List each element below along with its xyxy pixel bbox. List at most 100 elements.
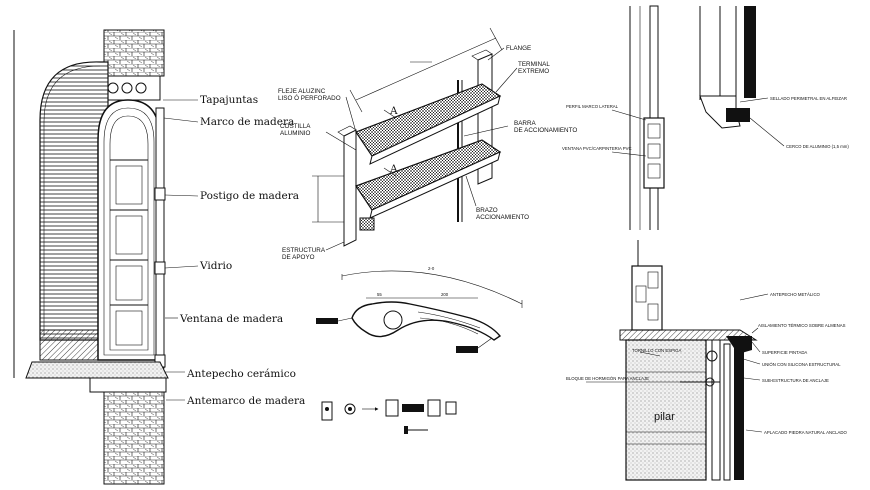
window-frame bbox=[97, 99, 161, 361]
window-leaders bbox=[163, 99, 199, 401]
leader-line bbox=[345, 96, 357, 133]
profile-ribs bbox=[417, 311, 481, 335]
label-sellado-1: SELLADO PERIMETRAL EN ALFEIZAR bbox=[770, 96, 847, 101]
dim-overall: 2-0 bbox=[428, 266, 435, 271]
cladding-layer bbox=[723, 343, 731, 481]
anchor-bolt bbox=[706, 350, 718, 362]
leader-line bbox=[751, 341, 761, 353]
label-union: UNIÓN CON SILICONA ESTRUCTURAL bbox=[762, 362, 841, 367]
hardware-ring bbox=[344, 403, 356, 415]
profile-tag-left bbox=[316, 318, 338, 324]
hardware-hole bbox=[348, 407, 352, 411]
profile-pivot bbox=[383, 310, 403, 330]
leader-line bbox=[743, 377, 761, 381]
leader-line bbox=[749, 117, 785, 147]
dimension-tick bbox=[349, 89, 363, 113]
support-post-top bbox=[471, 49, 493, 61]
dim-left: 55 bbox=[377, 292, 382, 297]
label-bloque: BLOQUE DE HORMIGÓN PARA ANCLAJE bbox=[566, 376, 649, 381]
louver-blade-upper-edge bbox=[369, 95, 501, 165]
hardware-row bbox=[321, 399, 457, 434]
label-sub-estructura: SUB-ESTRUCTURA DE ANCLAJE bbox=[762, 378, 829, 383]
label-terminal-1: TERMINAL bbox=[518, 61, 550, 68]
leader-line bbox=[611, 109, 647, 121]
leader-line bbox=[465, 175, 477, 207]
blade-profile bbox=[351, 301, 502, 341]
pillar-label: pilar bbox=[654, 411, 675, 423]
glass-pane bbox=[115, 165, 143, 205]
sill-base bbox=[89, 377, 167, 393]
sealant-dark bbox=[726, 336, 752, 354]
window-elevation: Tapajuntas Marco de madera Postigo de ma… bbox=[13, 29, 305, 485]
label-fleje-1: FLEJE ALUZINC bbox=[278, 88, 326, 95]
leader-line bbox=[477, 337, 493, 349]
label-sellado-2: SUPERFICIE PINTADA bbox=[762, 350, 807, 355]
leader-line bbox=[164, 194, 199, 197]
profile-chamber bbox=[647, 163, 661, 179]
metal-sill bbox=[619, 329, 758, 341]
label-antemarco: Antemarco de madera bbox=[186, 395, 305, 407]
section-marker-a2: A bbox=[389, 163, 398, 175]
leader-line bbox=[739, 357, 761, 365]
profile-chamber bbox=[647, 143, 661, 159]
label-perfil-lateral: PERFIL MARCO LATERAL bbox=[566, 104, 619, 109]
label-barra-2: DE ACCIONAMIENTO bbox=[514, 127, 577, 134]
cladding-layer bbox=[711, 339, 721, 481]
label-costilla-2: ALUMINIO bbox=[280, 130, 311, 137]
label-costilla-1: COSTILLA bbox=[280, 123, 311, 130]
cladding-dark bbox=[744, 6, 756, 98]
leader-line bbox=[745, 429, 763, 433]
label-estructura-2: DE APOYO bbox=[282, 254, 315, 261]
label-flange: FLANGE bbox=[506, 45, 531, 52]
dimension-arc-tick bbox=[341, 274, 523, 308]
vent-circle bbox=[121, 82, 133, 94]
window-jamb-profile bbox=[643, 117, 665, 189]
brick-pier-bottom bbox=[103, 391, 165, 485]
leader-line bbox=[487, 47, 505, 61]
leader-line bbox=[639, 351, 661, 357]
label-cerco-aluminio: CERCO DE ALUMINIO (1,5 mm) bbox=[786, 144, 849, 149]
louver-blade-lower-edge bbox=[369, 151, 501, 219]
glass-pane bbox=[115, 265, 143, 301]
hinge bbox=[154, 187, 166, 201]
arched-shutter bbox=[39, 61, 109, 341]
stone-cladding bbox=[734, 340, 744, 480]
hardware-block bbox=[385, 399, 399, 417]
label-terminal-2: EXTREMO bbox=[518, 68, 549, 75]
hardware-bar bbox=[402, 404, 424, 412]
leader-line bbox=[739, 293, 769, 301]
support-post-top bbox=[337, 125, 357, 137]
label-barra-1: BARRA bbox=[514, 120, 536, 127]
hinge bbox=[154, 261, 166, 275]
label-vidrio: Vidrio bbox=[199, 260, 232, 272]
hardware-end bbox=[445, 401, 457, 415]
label-anclaje: ANTEPECHO METÁLICO bbox=[770, 292, 821, 297]
section-marker-line bbox=[383, 167, 397, 177]
leader-line bbox=[495, 67, 518, 93]
glass-pane bbox=[115, 310, 143, 346]
shutter-inner-edge bbox=[43, 65, 101, 336]
section-marker-a1: A bbox=[389, 105, 398, 117]
leader-line bbox=[163, 117, 199, 123]
section-marker-line bbox=[383, 109, 397, 119]
label-postigo: Postigo de madera bbox=[200, 190, 299, 202]
sealant-dark bbox=[726, 108, 750, 122]
profile-chamber bbox=[635, 285, 647, 303]
pillar bbox=[625, 339, 707, 481]
label-aplacado: APLACADO PIEDRA NATURAL ANCLADO bbox=[764, 430, 848, 435]
brick-pier-top bbox=[103, 29, 165, 77]
label-aislamiento: AISLAMIENTO TÉRMICO SOBRE ALMENAS bbox=[758, 323, 846, 328]
leader-line bbox=[337, 317, 353, 322]
label-estructura-1: ESTRUCTURA bbox=[282, 247, 326, 254]
leader-line bbox=[164, 265, 199, 269]
label-brazo-2: ACCIONAMIENTO bbox=[476, 214, 529, 221]
label-antepecho: Antepecho cerámico bbox=[186, 368, 296, 380]
sill-frame-profile bbox=[631, 265, 663, 331]
leader-line bbox=[463, 125, 509, 137]
profile-chamber bbox=[647, 303, 659, 321]
dimension-arc bbox=[341, 270, 523, 305]
leader-line bbox=[325, 131, 357, 151]
label-ventana: Ventana de madera bbox=[179, 313, 283, 325]
side-frame-strip bbox=[155, 107, 165, 369]
